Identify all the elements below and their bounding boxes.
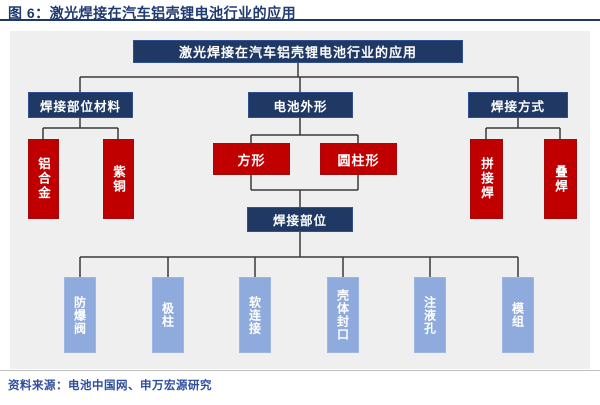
title-underline bbox=[0, 19, 600, 21]
node-aluminum-alloy: 铝合金 bbox=[28, 139, 59, 219]
part-injection-hole: 注液孔 bbox=[414, 277, 446, 353]
branch-welding-method: 焊接方式 bbox=[468, 92, 568, 118]
part-pole-terminal: 极柱 bbox=[152, 277, 184, 353]
figure-title: 图 6：激光焊接在汽车铝壳锂电池行业的应用 bbox=[8, 5, 297, 21]
part-explosion-proof-valve: 防爆阀 bbox=[64, 277, 96, 353]
node-cylindrical: 圆柱形 bbox=[320, 143, 397, 175]
part-shell-sealing: 壳体封口 bbox=[327, 277, 359, 353]
node-lap-weld: 叠焊 bbox=[544, 139, 577, 219]
node-square: 方形 bbox=[213, 143, 290, 175]
root-node: 激光焊接在汽车铝壳锂电池行业的应用 bbox=[133, 40, 463, 63]
node-welding-parts: 焊接部位 bbox=[247, 207, 353, 232]
branch-welding-materials: 焊接部位材料 bbox=[28, 92, 133, 118]
branch-battery-shape: 电池外形 bbox=[248, 92, 353, 118]
source-divider bbox=[0, 370, 600, 371]
source-text: 资料来源：电池中国网、申万宏源研究 bbox=[8, 380, 212, 392]
part-module: 模组 bbox=[502, 277, 534, 353]
node-splice-weld: 拼接焊 bbox=[470, 139, 503, 219]
node-copper: 紫铜 bbox=[103, 139, 134, 219]
part-soft-connection: 软连接 bbox=[239, 277, 271, 353]
